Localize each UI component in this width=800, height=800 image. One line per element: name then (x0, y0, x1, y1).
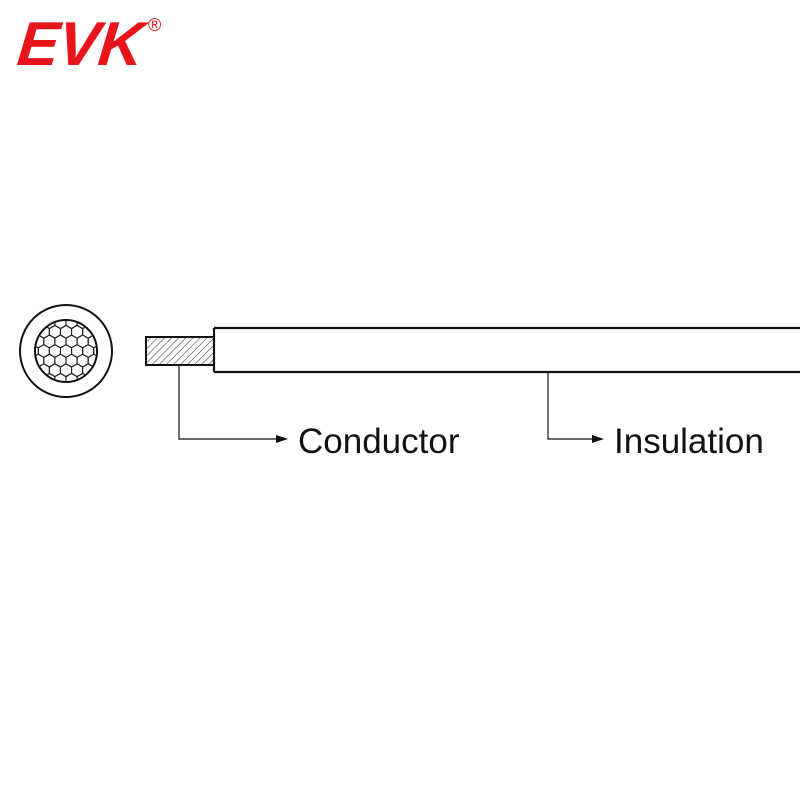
strand (65, 372, 78, 381)
insulation-inner-ring (34, 319, 98, 383)
strand (16, 306, 27, 319)
conductor-arrow-icon (276, 435, 288, 443)
registered-trademark-icon: ® (148, 15, 162, 35)
strand (43, 372, 56, 381)
insulation-arrow-icon (592, 435, 604, 443)
strand (110, 373, 121, 386)
strand (105, 306, 116, 319)
conductor-leader-line (178, 365, 288, 443)
cable-cross-section (16, 304, 121, 398)
insulation-leader-line (547, 372, 604, 443)
insulation-label: Insulation (614, 422, 764, 461)
strand (16, 383, 27, 396)
strand (54, 372, 67, 381)
conductor-label: Conductor (298, 422, 460, 461)
strand (105, 383, 116, 396)
strand (110, 316, 121, 329)
exposed-conductor (145, 336, 215, 366)
strand (76, 372, 89, 381)
insulated-wire-body (212, 326, 800, 374)
